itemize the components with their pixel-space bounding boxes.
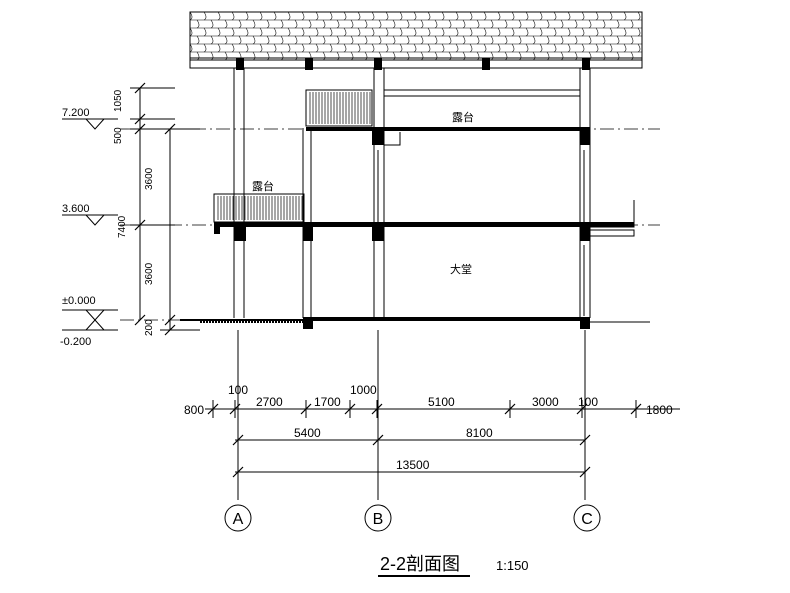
second-floor-slab <box>214 200 635 241</box>
hdim-5100: 5100 <box>428 395 455 409</box>
hdim-5400: 5400 <box>294 426 321 440</box>
elev-ground: ±0.000 <box>62 295 96 307</box>
hdim-2700: 2700 <box>256 395 283 409</box>
title-text: 2-2剖面图 <box>380 554 460 574</box>
dim-plinth: 200 <box>144 319 155 336</box>
hdim-800: 800 <box>184 403 204 417</box>
roof-railing <box>305 89 580 127</box>
axis-bubbles: A B C <box>224 504 601 532</box>
dim-slab: 500 <box>113 127 124 144</box>
roof-slab <box>306 127 590 146</box>
elev-exterior: -0.200 <box>60 336 91 348</box>
hdim-13500: 13500 <box>396 458 430 472</box>
hdim-1700: 1700 <box>314 395 341 409</box>
label-balcony: 露台 <box>252 179 274 193</box>
roof-tiles <box>189 11 643 70</box>
hdim-100b: 100 <box>578 395 598 409</box>
ground-slab <box>180 317 650 329</box>
elevation-markers: 7.200 3.600 ±0.000 -0.200 <box>60 107 118 348</box>
elev-second: 3.600 <box>62 203 90 215</box>
title-scale: 1:150 <box>496 558 529 573</box>
hdim-8100: 8100 <box>466 426 493 440</box>
axis-a: A <box>233 511 244 528</box>
vertical-dims: 1050 500 3600 7400 3600 200 <box>113 82 200 336</box>
columns <box>233 68 591 318</box>
hdim-3000: 3000 <box>532 395 559 409</box>
horizontal-dims: 800 100 2700 1700 1000 5100 3000 100 180… <box>184 330 680 500</box>
label-roof-terrace: 露台 <box>452 110 474 124</box>
elev-roof: 7.200 <box>62 107 90 119</box>
right-facade <box>377 150 585 316</box>
dim-story2: 3600 <box>144 167 155 190</box>
hdim-1000: 1000 <box>350 383 377 397</box>
dim-story1: 3600 <box>144 262 155 285</box>
label-hall: 大堂 <box>450 262 472 276</box>
drawing-title: 2-2剖面图 1:150 <box>378 554 529 577</box>
dim-total: 7400 <box>117 215 128 238</box>
hdim-100a: 100 <box>228 383 248 397</box>
balcony-railing <box>213 193 305 223</box>
hdim-1800: 1800 <box>646 403 673 417</box>
axis-b: B <box>373 511 384 528</box>
dim-parapet: 1050 <box>113 89 124 112</box>
level-lines <box>120 128 660 321</box>
axis-c: C <box>581 511 593 528</box>
